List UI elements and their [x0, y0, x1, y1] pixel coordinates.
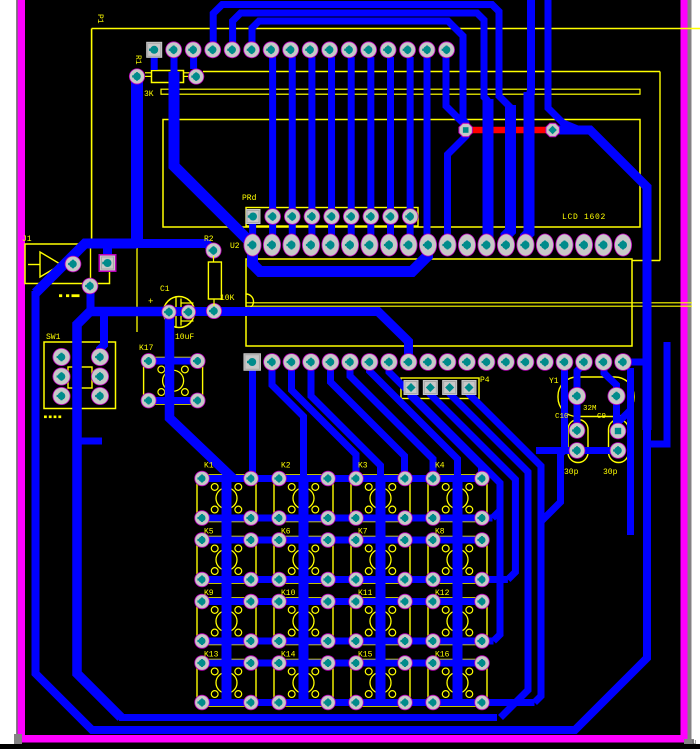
- svg-text:K3: K3: [358, 462, 368, 471]
- svg-text:K11: K11: [358, 589, 373, 598]
- svg-text:K9: K9: [204, 589, 214, 598]
- svg-text:K14: K14: [281, 651, 296, 660]
- svg-text:J1: J1: [22, 235, 32, 244]
- svg-text:K2: K2: [281, 462, 291, 471]
- svg-text:10K: 10K: [220, 294, 235, 303]
- svg-text:C10: C10: [555, 413, 569, 421]
- svg-text:30p: 30p: [603, 468, 618, 477]
- svg-text:+: +: [148, 297, 153, 307]
- svg-text:U2: U2: [230, 242, 240, 251]
- svg-text:K12: K12: [435, 589, 450, 598]
- svg-text:R2: R2: [204, 235, 214, 244]
- svg-text:3K: 3K: [144, 90, 154, 99]
- svg-text:SW1: SW1: [46, 333, 61, 342]
- svg-text:K5: K5: [204, 528, 214, 537]
- svg-text:LCD 1602: LCD 1602: [562, 213, 606, 222]
- svg-text:32M: 32M: [583, 405, 597, 413]
- svg-text:P1: P1: [95, 14, 104, 24]
- svg-text:K8: K8: [435, 528, 445, 537]
- svg-text:Y1: Y1: [549, 377, 559, 386]
- svg-text:30p: 30p: [564, 468, 579, 477]
- svg-text:K16: K16: [435, 651, 450, 660]
- svg-text:C1: C1: [160, 285, 170, 294]
- svg-text:K4: K4: [435, 462, 445, 471]
- svg-text:10uF: 10uF: [175, 333, 194, 342]
- svg-text:K13: K13: [204, 651, 219, 660]
- svg-text:K7: K7: [358, 528, 368, 537]
- svg-text:K10: K10: [281, 589, 296, 598]
- svg-text:K6: K6: [281, 528, 291, 537]
- svg-text:R1: R1: [133, 55, 142, 65]
- svg-text:K17: K17: [139, 344, 154, 353]
- svg-text:K1: K1: [204, 462, 214, 471]
- svg-text:P4: P4: [480, 376, 490, 385]
- svg-text:u: u: [692, 739, 696, 744]
- svg-text:C9: C9: [597, 413, 606, 421]
- svg-text:PRd: PRd: [242, 194, 257, 203]
- svg-text:K15: K15: [358, 651, 373, 660]
